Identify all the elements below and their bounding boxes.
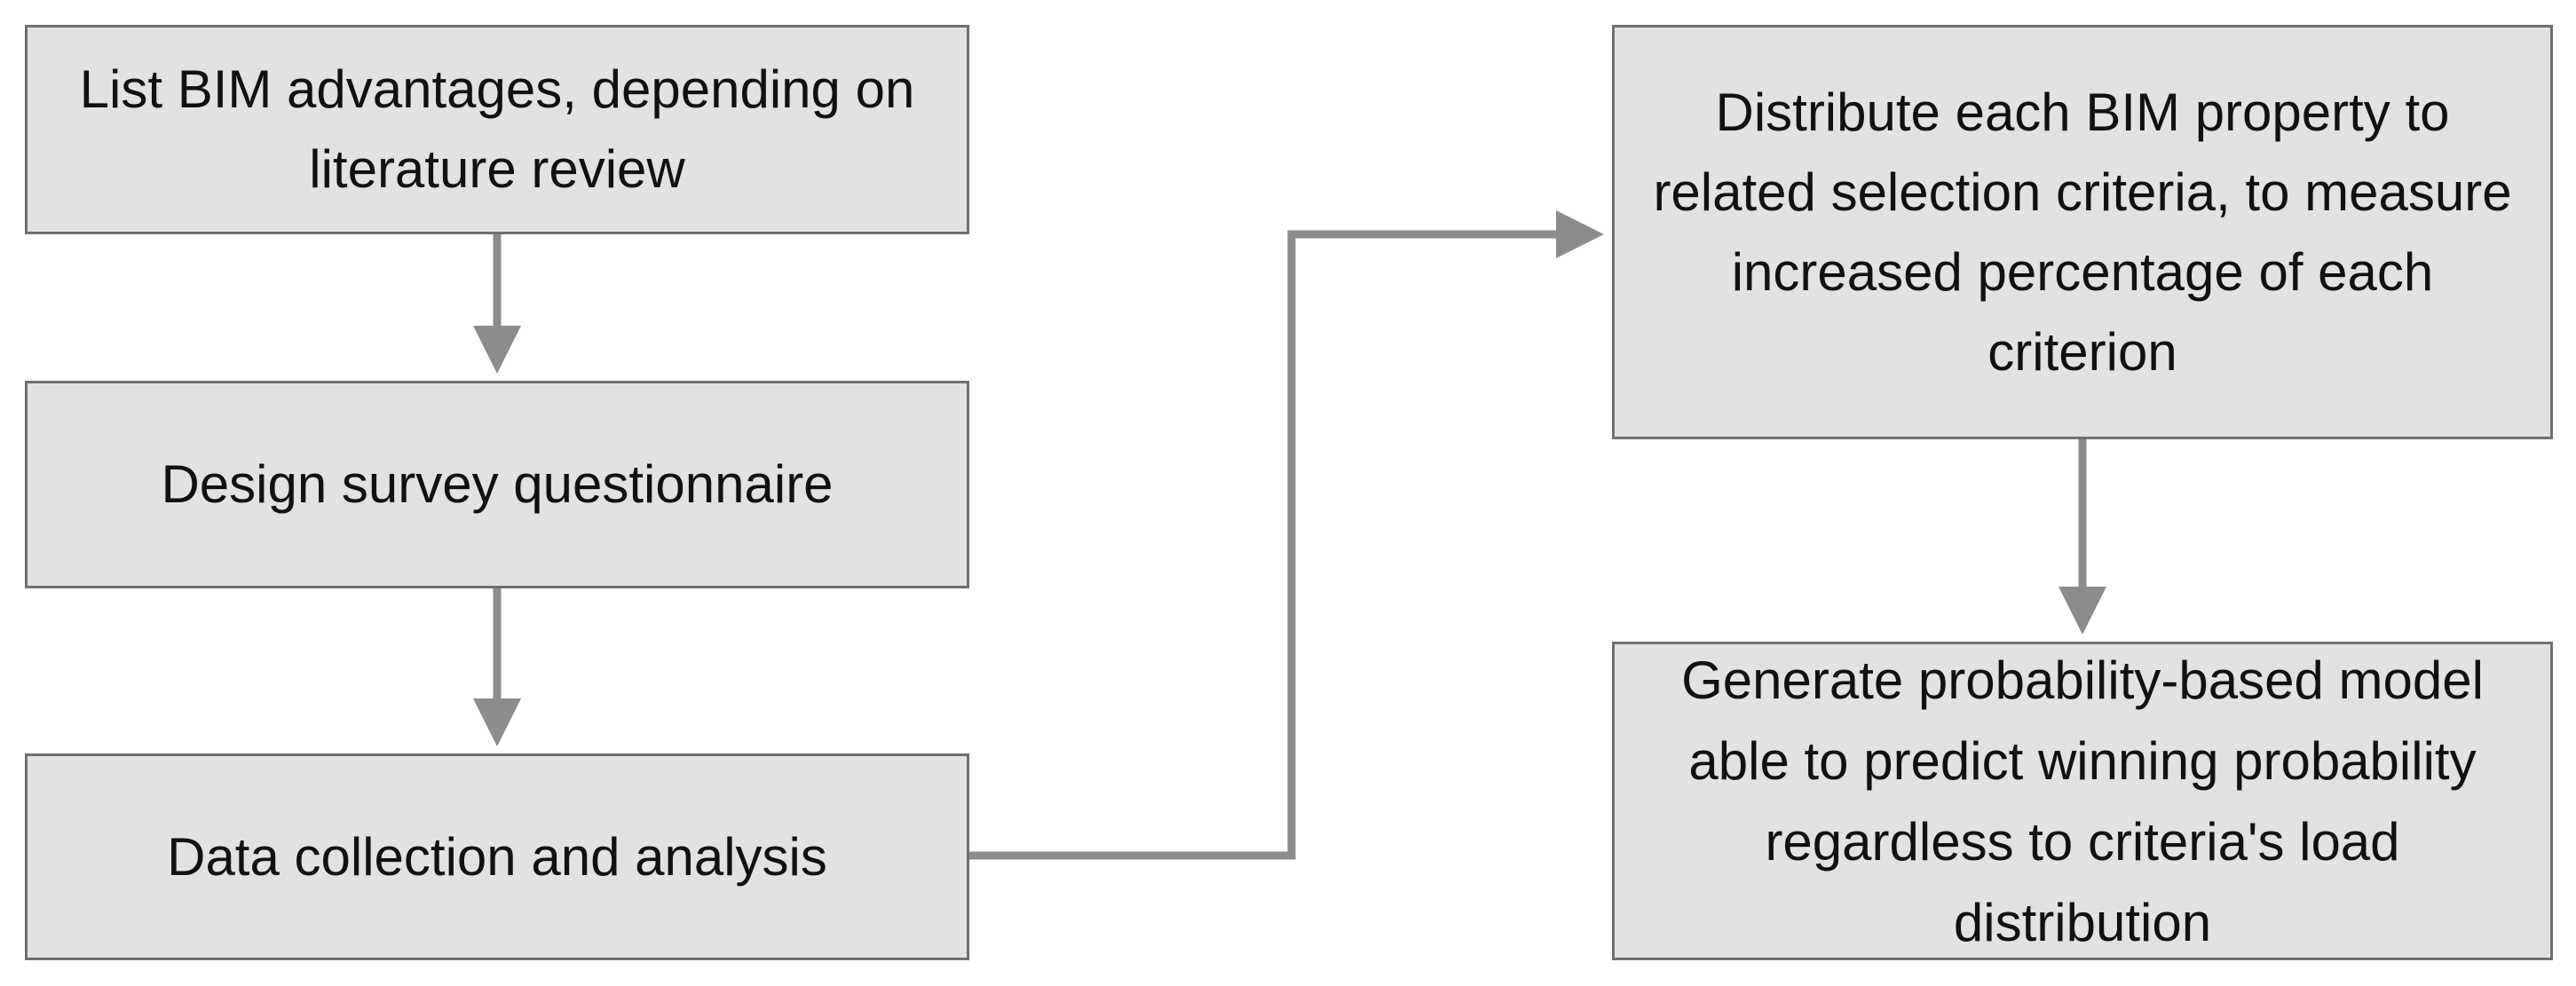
step-generate-model: Generate probability-based model able to… [1612, 642, 2553, 960]
step-distribute-bim-property-text: Distribute each BIM property to related … [1653, 82, 2512, 382]
step-distribute-bim-property: Distribute each BIM property to related … [1612, 25, 2553, 439]
step-data-collection: Data collection and analysis [25, 753, 969, 960]
arrow-data-to-distribute [969, 210, 1604, 860]
step-list-bim-advantages-text: List BIM advantages, depending on litera… [79, 59, 915, 199]
step-data-collection-text: Data collection and analysis [167, 826, 827, 887]
step-design-survey-text: Design survey questionnaire [161, 454, 834, 514]
step-list-bim-advantages: List BIM advantages, depending on litera… [25, 25, 969, 234]
step-design-survey: Design survey questionnaire [25, 381, 969, 588]
step-generate-model-text: Generate probability-based model able to… [1681, 650, 2484, 952]
